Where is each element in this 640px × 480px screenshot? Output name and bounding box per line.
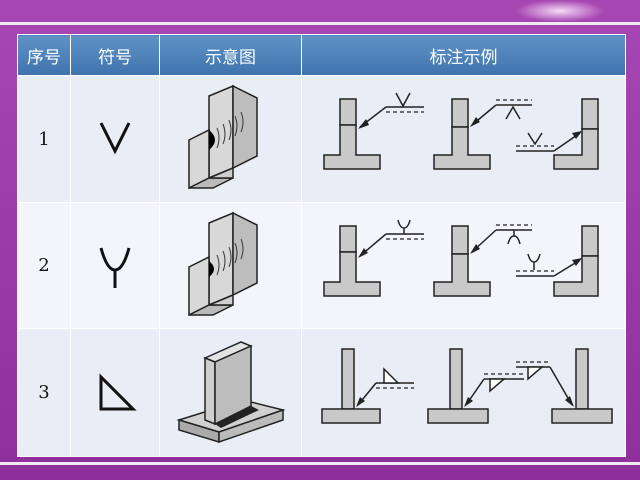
example-a [322, 92, 424, 170]
v-groove-weld-symbol [99, 122, 131, 155]
example-a [322, 219, 424, 297]
y-weld-annotation-examples [322, 219, 599, 297]
example-a [320, 347, 414, 424]
symbol-cell [70, 75, 160, 203]
row-number: 2 [17, 202, 71, 329]
example-b [432, 223, 532, 297]
table-row: 3 [17, 328, 626, 457]
v-groove-butt-joint [187, 84, 258, 190]
diagram-cell [159, 202, 302, 329]
bottom-rule [0, 462, 640, 465]
y-groove-butt-joint [187, 211, 258, 316]
corner-glow [515, 0, 605, 22]
top-rule [0, 22, 640, 25]
example-b [426, 347, 524, 424]
examples-cell [301, 202, 626, 329]
fillet-t-joint [175, 340, 286, 443]
example-c [515, 347, 613, 424]
header-examples: 标注示例 [301, 34, 626, 76]
fillet-weld-annotation-examples [320, 347, 613, 424]
example-c [515, 98, 599, 170]
symbol-cell [70, 328, 160, 457]
table-row: 1 [17, 75, 626, 203]
row-number: 3 [17, 328, 71, 457]
symbol-cell [70, 202, 160, 329]
row-number: 1 [17, 75, 71, 203]
example-c [515, 224, 599, 297]
examples-cell [301, 75, 626, 203]
diagram-cell [159, 328, 302, 457]
diagram-cell [159, 75, 302, 203]
example-b [432, 98, 532, 170]
examples-cell [301, 328, 626, 457]
table-header-row: 序号 符号 示意图 标注示例 [17, 34, 626, 76]
table-row: 2 [17, 202, 626, 329]
fillet-weld-symbol [99, 372, 137, 410]
header-number: 序号 [17, 34, 71, 76]
v-weld-annotation-examples [322, 92, 599, 170]
header-symbol: 符号 [70, 34, 160, 76]
weld-symbol-table: 序号 符号 示意图 标注示例 1 [17, 34, 626, 457]
y-groove-weld-symbol [99, 247, 131, 288]
header-diagram: 示意图 [159, 34, 302, 76]
